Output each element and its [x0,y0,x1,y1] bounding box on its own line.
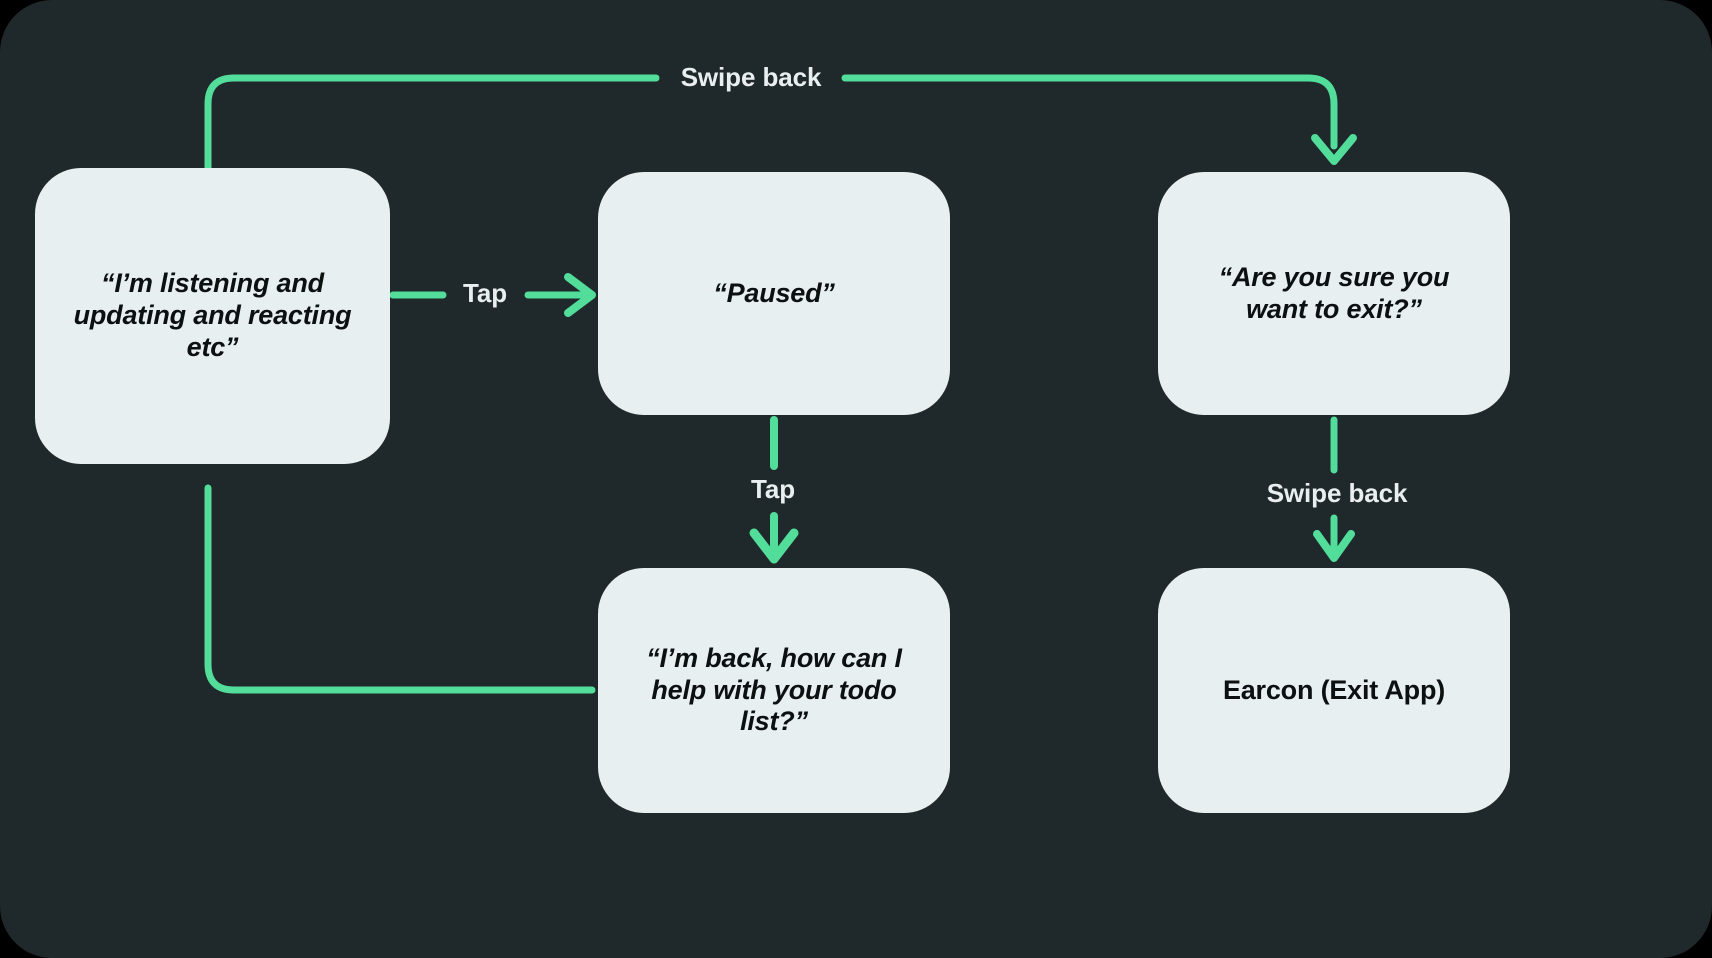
arrowhead-right-into-paused [564,273,596,317]
earcon-node-label: Earcon (Exit App) [1222,674,1446,705]
paused-node-label: “Paused” [713,277,835,308]
edge-label-tap-listening-to-paused: Tap [463,278,507,308]
back-node[interactable]: “I’m back, how can I help with your todo… [598,568,950,813]
paused-node[interactable]: “Paused” [598,172,950,415]
edge-label-tap-paused-to-back: Tap [751,474,795,504]
arrowhead-down-into-exit-confirm [1311,134,1357,165]
earcon-node[interactable]: Earcon (Exit App) [1158,568,1510,813]
arrowhead-down-into-earcon [1313,530,1355,562]
edge-path-left-segment [204,74,660,172]
listening-node[interactable]: “I’m listening and updating and reacting… [35,168,390,464]
back-node-label: “I’m back, how can I help with your todo… [646,642,902,737]
exit-confirm-node[interactable]: “Are you sure you want to exit?” [1158,172,1510,415]
exit-confirm-node-label: “Are you sure you want to exit?” [1218,261,1450,324]
listening-node-label: “I’m listening and updating and reacting… [73,268,352,362]
arrowhead-down-into-back [749,528,799,564]
edge-path-loop-back [204,484,596,694]
edge-label-swipe-back-top: Swipe back [680,62,822,92]
edge-back-to-listening [184,426,596,694]
edge-label-swipe-back-exit-to-earcon: Swipe back [1266,478,1408,508]
edge-path-right-segment [841,74,1338,150]
